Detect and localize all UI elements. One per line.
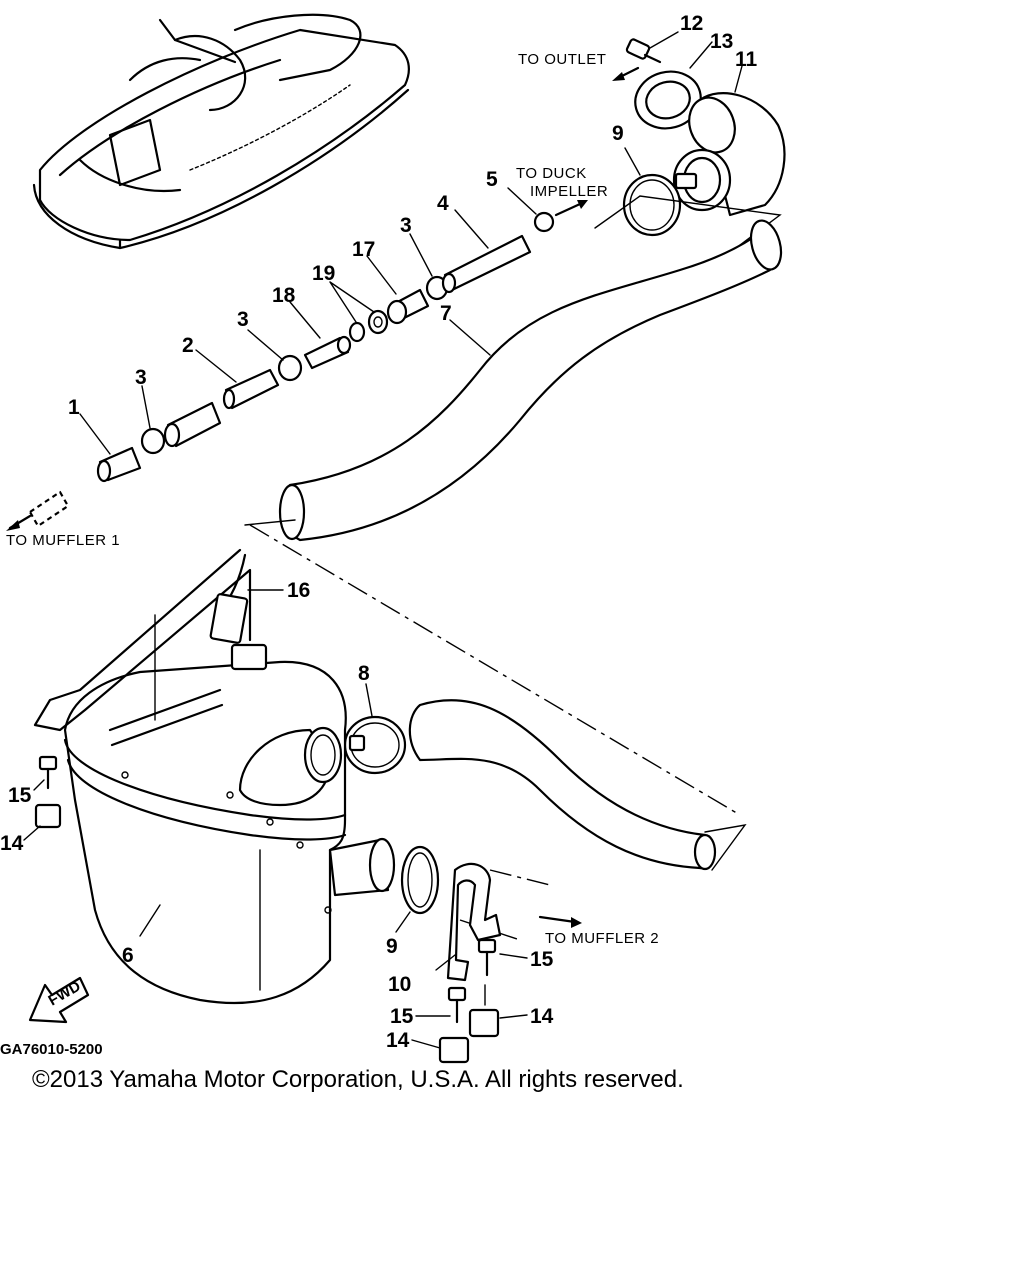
- part-label-15-b: 15: [530, 948, 554, 971]
- part-label-7: 7: [440, 302, 452, 325]
- part-label-3-a: 3: [135, 366, 147, 389]
- hose-lower: [343, 699, 747, 871]
- muffler-6: [33, 548, 440, 1005]
- part-label-15-c: 15: [390, 1005, 414, 1028]
- part-label-13: 13: [710, 30, 733, 53]
- part-label-15-a: 15: [8, 784, 32, 807]
- part-label-14-b: 14: [530, 1005, 554, 1028]
- destination-labels: TO OUTLET TO DUCK IMPELLER TO MUFFLER 1 …: [0, 51, 659, 1058]
- part-label-14-a: 14: [0, 832, 24, 855]
- part-label-6: 6: [122, 944, 134, 967]
- part-number-labels: 12 13 11 9 5 4 3 17 19 18 3 2 3 1 7 16 8…: [0, 12, 758, 1052]
- part-label-17: 17: [352, 238, 375, 261]
- part-label-4: 4: [437, 192, 449, 215]
- to-outlet-label: TO OUTLET: [518, 51, 606, 68]
- fwd-arrow-icon: FWD: [28, 976, 90, 1024]
- fastener-parts: [34, 755, 502, 1064]
- copyright-notice: ©2013 Yamaha Motor Corporation, U.S.A. A…: [32, 1066, 684, 1093]
- to-duck-label: TO DUCK: [516, 165, 587, 182]
- to-muffler1-label: TO MUFFLER 1: [6, 532, 120, 549]
- part-label-2: 2: [182, 334, 194, 357]
- part-label-11: 11: [735, 48, 758, 71]
- part-label-5: 5: [486, 168, 498, 191]
- part-label-9-top: 9: [612, 122, 624, 145]
- part-label-12: 12: [680, 12, 703, 35]
- flow-arrows: [538, 66, 640, 928]
- part-label-18: 18: [272, 284, 296, 307]
- hose-chain-parts: [96, 211, 555, 483]
- part-label-3-c: 3: [400, 214, 412, 237]
- part-label-16: 16: [287, 579, 310, 602]
- to-muffler1-arrow: [6, 490, 70, 531]
- hose-7: [278, 219, 783, 542]
- part-label-14-c: 14: [386, 1029, 410, 1052]
- outlet-assembly: [594, 38, 786, 246]
- part-label-8: 8: [358, 662, 370, 685]
- impeller-label: IMPELLER: [530, 183, 608, 200]
- drawing-code: GA76010-5200: [0, 1041, 103, 1058]
- part-label-9-bottom: 9: [386, 935, 398, 958]
- part-label-19: 19: [312, 262, 335, 285]
- part-label-10: 10: [388, 973, 411, 996]
- leader-lines: [23, 31, 743, 1049]
- to-muffler2-label: TO MUFFLER 2: [545, 930, 659, 947]
- part-label-3-b: 3: [237, 308, 249, 331]
- part-label-1: 1: [68, 396, 80, 419]
- watercraft-illustration: [32, 13, 410, 250]
